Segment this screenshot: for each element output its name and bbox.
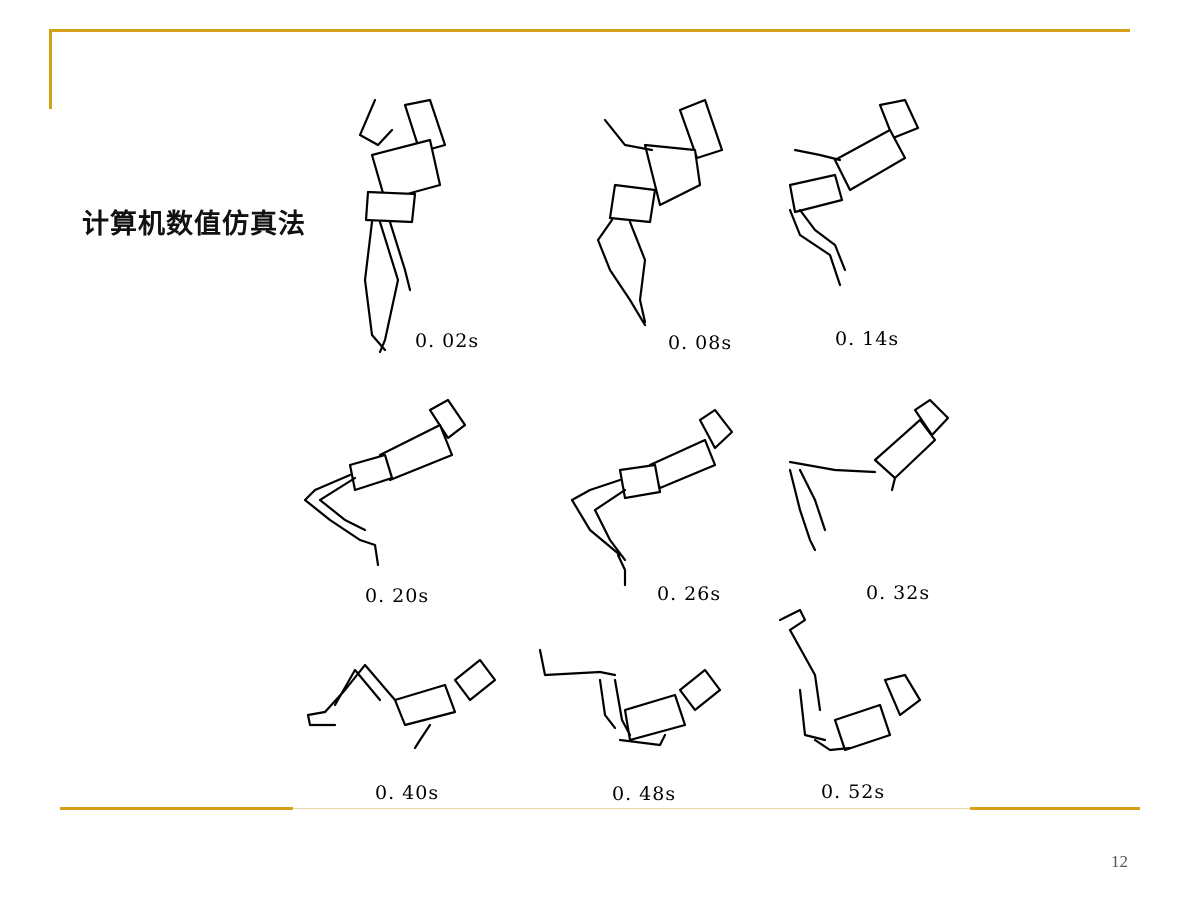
frame-label-0-26s: 0. 26s <box>657 583 721 605</box>
frame-figure-0-52s <box>778 608 922 752</box>
frame-figure-0-02s <box>358 98 447 354</box>
frame-label-0-08s: 0. 08s <box>668 332 732 354</box>
page-number: 12 <box>1111 852 1128 871</box>
frame-label-0-02s: 0. 02s <box>415 330 479 352</box>
frame-figure-0-40s <box>306 658 497 750</box>
left-rule <box>49 29 52 109</box>
frame-figure-0-48s <box>538 648 722 747</box>
frame-label-0-20s: 0. 20s <box>365 585 429 607</box>
top-rule <box>49 29 1130 32</box>
frame-figure-0-20s <box>303 398 467 567</box>
frame-figure-0-14s <box>788 98 920 287</box>
frame-label-0-32s: 0. 32s <box>866 582 930 604</box>
frame-label-0-40s: 0. 40s <box>375 782 439 804</box>
frame-label-0-52s: 0. 52s <box>821 781 885 803</box>
frame-label-0-48s: 0. 48s <box>612 783 676 805</box>
frame-label-0-14s: 0. 14s <box>835 328 899 350</box>
bottom-rule-left <box>60 807 293 810</box>
bottom-rule-right <box>970 807 1140 810</box>
slide-title: 计算机数值仿真法 <box>82 209 306 240</box>
frame-figure-0-08s <box>596 98 724 327</box>
frame-figure-0-26s <box>570 408 734 587</box>
bottom-rule-thin <box>293 808 970 809</box>
frame-figure-0-32s <box>788 398 950 552</box>
